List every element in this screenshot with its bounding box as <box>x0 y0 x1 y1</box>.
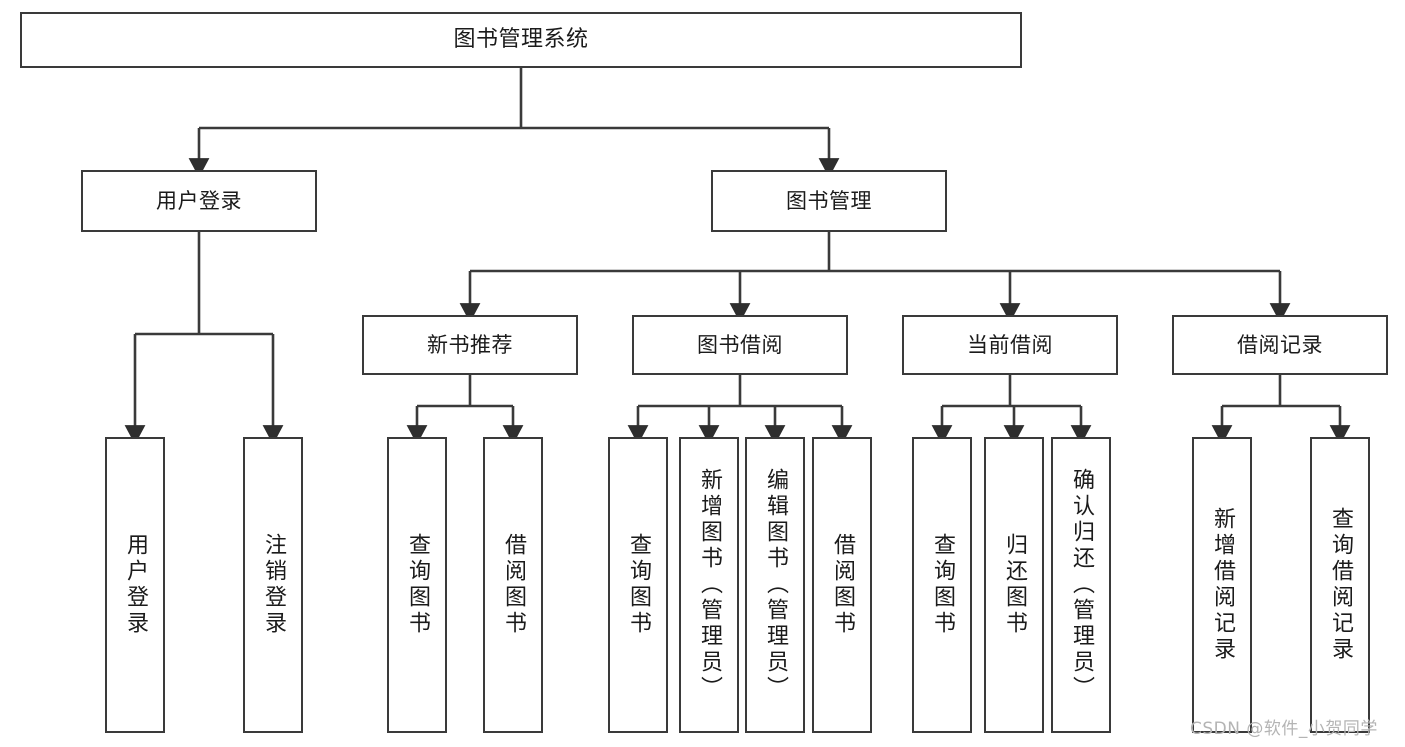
node-leaf-query-borrow-record-label: 查询借阅记录 <box>1328 507 1353 663</box>
node-leaf-return-book-label: 归还图书 <box>1002 533 1027 637</box>
node-leaf-borrow-book-1[interactable]: 借阅图书 <box>483 437 543 733</box>
node-leaf-confirm-return-admin-label: 确认归还（管理员） <box>1069 468 1094 702</box>
node-leaf-borrow-book-1-label: 借阅图书 <box>501 533 526 637</box>
node-leaf-query-book-3[interactable]: 查询图书 <box>912 437 972 733</box>
node-borrow-record-label: 借阅记录 <box>1237 332 1323 357</box>
node-book-borrow-label: 图书借阅 <box>697 332 783 357</box>
node-leaf-borrow-book-2-label: 借阅图书 <box>830 533 855 637</box>
node-leaf-add-borrow-record-label: 新增借阅记录 <box>1210 507 1235 663</box>
node-book-manage-label: 图书管理 <box>786 188 872 213</box>
node-leaf-logout-login-label: 注销登录 <box>261 533 286 637</box>
node-leaf-confirm-return-admin[interactable]: 确认归还（管理员） <box>1051 437 1111 733</box>
node-leaf-logout-login[interactable]: 注销登录 <box>243 437 303 733</box>
node-book-borrow[interactable]: 图书借阅 <box>632 315 848 375</box>
node-leaf-edit-book-admin-label: 编辑图书（管理员） <box>763 468 788 702</box>
node-borrow-record[interactable]: 借阅记录 <box>1172 315 1388 375</box>
node-leaf-edit-book-admin[interactable]: 编辑图书（管理员） <box>745 437 805 733</box>
node-current-borrow-label: 当前借阅 <box>967 332 1053 357</box>
node-new-book-recommend[interactable]: 新书推荐 <box>362 315 578 375</box>
node-leaf-add-borrow-record[interactable]: 新增借阅记录 <box>1192 437 1252 733</box>
node-book-manage[interactable]: 图书管理 <box>711 170 947 232</box>
node-new-book-recommend-label: 新书推荐 <box>427 332 513 357</box>
node-leaf-add-book-admin-label: 新增图书（管理员） <box>697 468 722 702</box>
node-leaf-borrow-book-2[interactable]: 借阅图书 <box>812 437 872 733</box>
node-leaf-query-borrow-record[interactable]: 查询借阅记录 <box>1310 437 1370 733</box>
node-root-label: 图书管理系统 <box>453 27 589 52</box>
node-leaf-query-book-2-label: 查询图书 <box>626 533 651 637</box>
node-leaf-query-book-1-label: 查询图书 <box>405 533 430 637</box>
watermark-text: CSDN @软件_小贺同学 <box>1190 719 1378 739</box>
node-user-login-label: 用户登录 <box>156 188 242 213</box>
node-current-borrow[interactable]: 当前借阅 <box>902 315 1118 375</box>
node-leaf-query-book-3-label: 查询图书 <box>930 533 955 637</box>
node-user-login[interactable]: 用户登录 <box>81 170 317 232</box>
node-leaf-user-login-label: 用户登录 <box>123 533 148 637</box>
node-root[interactable]: 图书管理系统 <box>20 12 1022 68</box>
node-leaf-user-login[interactable]: 用户登录 <box>105 437 165 733</box>
node-leaf-return-book[interactable]: 归还图书 <box>984 437 1044 733</box>
node-leaf-query-book-1[interactable]: 查询图书 <box>387 437 447 733</box>
node-leaf-add-book-admin[interactable]: 新增图书（管理员） <box>679 437 739 733</box>
node-leaf-query-book-2[interactable]: 查询图书 <box>608 437 668 733</box>
